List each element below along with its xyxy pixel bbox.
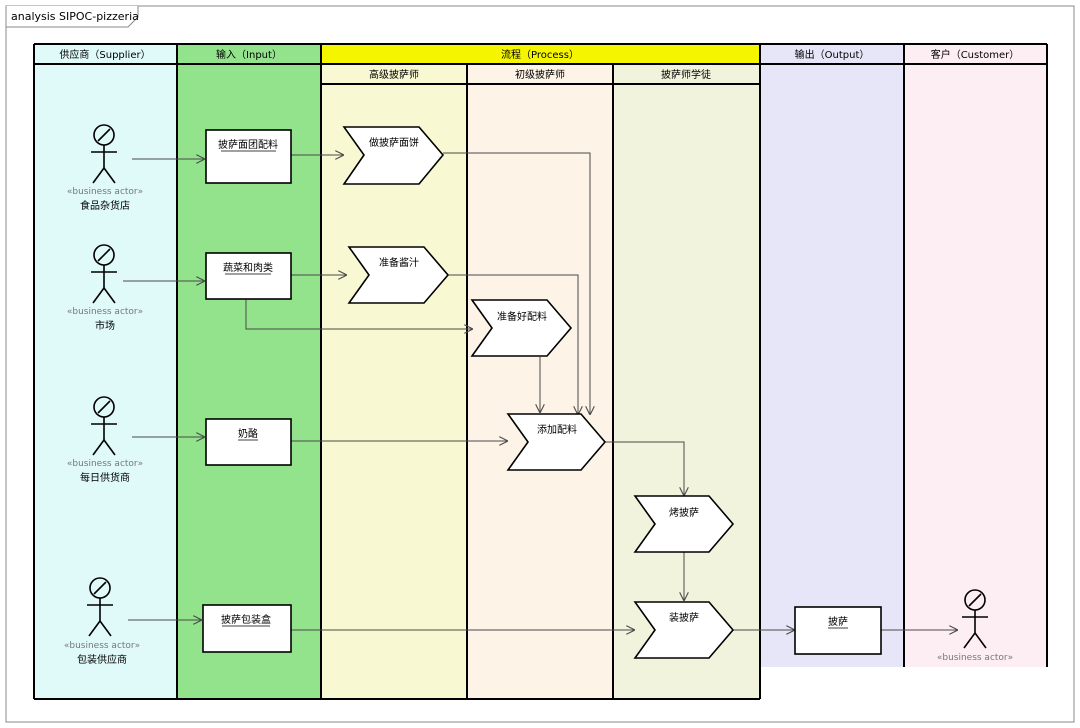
process-bake-pizza[interactable]: 烤披萨 — [633, 495, 735, 553]
input-label: 披萨包装盒 — [221, 613, 271, 626]
actor-grocer[interactable]: «business actor» 食品杂货店 — [67, 124, 143, 212]
process-label: 装披萨 — [669, 611, 699, 624]
actor-stereotype: «business actor» — [67, 459, 143, 469]
frame-title-tab — [5, 6, 139, 28]
input-label: 披萨面团配料 — [218, 138, 278, 151]
process-pack-pizza[interactable]: 装披萨 — [633, 601, 735, 659]
output-label: 披萨 — [828, 615, 848, 628]
sublane-header-senior: 高级披萨师 — [369, 68, 419, 81]
process-label: 添加配料 — [537, 423, 577, 436]
flow-make-to-toppings[interactable] — [443, 152, 590, 415]
process-prepare-ingredients[interactable]: 准备好配料 — [470, 299, 573, 357]
actor-stereotype: «business actor» — [67, 187, 143, 197]
input-label: 蔬菜和肉类 — [223, 261, 273, 274]
customer-lane — [904, 44, 1047, 667]
lane-header-supplier: 供应商（Supplier） — [59, 48, 150, 61]
process-header — [321, 44, 760, 64]
sublane-header-junior: 初级披萨师 — [515, 68, 565, 81]
stick-figure-icon — [962, 589, 988, 649]
lane-header-process: 流程（Process） — [501, 48, 579, 61]
flow-veg-to-prep[interactable] — [245, 299, 473, 329]
actor-name: 包装供应商 — [77, 653, 127, 666]
process-label: 做披萨面饼 — [369, 136, 419, 149]
process-label: 烤披萨 — [669, 506, 699, 519]
actor-name: 市场 — [95, 319, 115, 332]
process-label: 准备好配料 — [497, 310, 547, 323]
actor-customer[interactable]: «business actor» — [937, 589, 1013, 663]
lane-borders — [33, 43, 1048, 700]
actor-name: 食品杂货店 — [80, 199, 130, 212]
lanes-bottom-blank — [760, 667, 1048, 700]
stick-figure-icon — [87, 577, 113, 637]
input-label: 奶酪 — [238, 427, 258, 440]
connectors — [123, 153, 958, 630]
flow-sauce-to-toppings[interactable] — [448, 274, 578, 415]
flow-toppings-to-bake[interactable] — [605, 441, 684, 496]
actor-stereotype: «business actor» — [937, 653, 1013, 663]
stick-figure-icon — [91, 396, 117, 456]
process-prepare-sauce[interactable]: 准备酱汁 — [347, 246, 450, 304]
stick-figure-icon — [91, 124, 117, 184]
input-cheese[interactable]: 奶酪 — [205, 418, 292, 466]
input-pizza-box[interactable]: 披萨包装盒 — [202, 604, 292, 653]
actor-stereotype: «business actor» — [64, 641, 140, 651]
process-label: 准备酱汁 — [379, 256, 419, 269]
sublane-header-apprentice: 披萨师学徒 — [661, 68, 711, 81]
actor-name: 每日供货商 — [80, 471, 130, 484]
input-veg-meat[interactable]: 蔬菜和肉类 — [205, 252, 292, 300]
stick-figure-icon — [91, 244, 117, 304]
actor-stereotype: «business actor» — [67, 307, 143, 317]
process-add-toppings[interactable]: 添加配料 — [506, 413, 607, 471]
supplier-lane — [34, 44, 177, 699]
actor-packaging-supplier[interactable]: «business actor» 包装供应商 — [64, 577, 140, 666]
output-lane — [760, 44, 904, 667]
input-dough-ingredients[interactable]: 披萨面团配料 — [205, 129, 292, 184]
actor-market[interactable]: «business actor» 市场 — [67, 244, 143, 332]
frame-title: analysis SIPOC-pizzeria — [11, 10, 139, 23]
process-make-dough[interactable]: 做披萨面饼 — [342, 126, 445, 185]
lane-header-customer: 客户（Customer） — [931, 48, 1020, 61]
lane-header-output: 输出（Output） — [795, 48, 870, 61]
actor-daily-supplier[interactable]: «business actor» 每日供货商 — [67, 396, 143, 484]
output-pizza[interactable]: 披萨 — [794, 606, 882, 655]
lane-header-input: 输入（Input） — [216, 48, 282, 61]
